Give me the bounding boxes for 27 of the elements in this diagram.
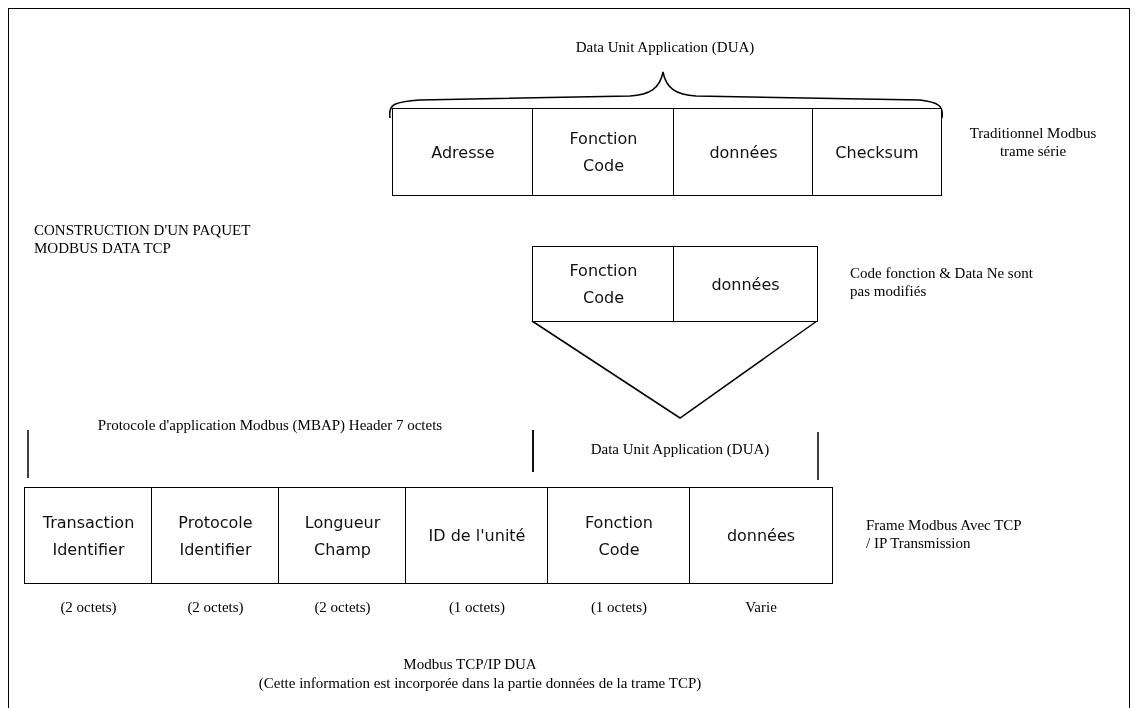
field-cell: Protocole Identifier	[151, 487, 280, 584]
bracket-label: Data Unit Application (DUA)	[589, 440, 771, 458]
side-note: Traditionnel Modbus trame série	[968, 124, 1098, 160]
field-cell: Checksum	[812, 108, 942, 196]
field-cell: Fonction Code	[532, 108, 675, 196]
size-note: (1 octets)	[447, 598, 507, 616]
size-note: (2 octets)	[59, 598, 118, 616]
field-cell: Fonction Code	[532, 246, 675, 322]
field-cell: données	[673, 108, 814, 196]
footer-note: (Cette information est incorporée dans la partie données de la trame TCP)	[257, 674, 703, 692]
size-note: (2 octets)	[186, 598, 245, 616]
side-note: Frame Modbus Avec TCP / IP Transmission	[866, 516, 1023, 552]
size-note: (1 octets)	[589, 598, 649, 616]
field-cell: données	[689, 487, 833, 584]
bracket-label: Data Unit Application (DUA)	[574, 38, 756, 56]
bracket-label: Protocole d'application Modbus (MBAP) Header 7 octets	[96, 416, 444, 434]
side-note: Code fonction & Data Ne sont pas modifiés	[850, 264, 1034, 300]
field-cell: ID de l'unité	[405, 487, 549, 584]
diagram-title: CONSTRUCTION D'UN PAQUET MODBUS DATA TCP	[34, 221, 252, 257]
size-note: Varie	[744, 598, 778, 616]
field-cell: Transaction Identifier	[24, 487, 153, 584]
field-cell: Fonction Code	[547, 487, 691, 584]
footer-note: Modbus TCP/IP DUA	[402, 655, 538, 673]
size-note: (2 octets)	[313, 598, 372, 616]
field-cell: Longueur Champ	[278, 487, 407, 584]
field-cell: données	[673, 246, 818, 322]
field-cell: Adresse	[392, 108, 534, 196]
